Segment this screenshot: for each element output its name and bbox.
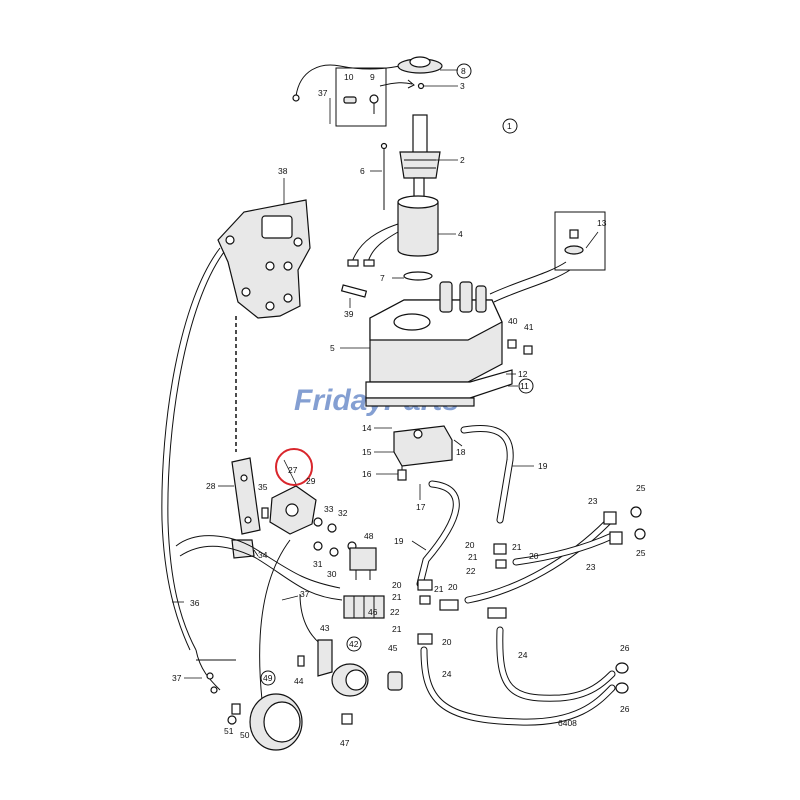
callout-46: 46 (368, 607, 378, 617)
callout-50: 50 (240, 730, 250, 740)
callout-25b: 25 (636, 548, 646, 558)
callout-28: 28 (206, 481, 216, 491)
distributor-assembly (347, 114, 441, 281)
stud-39 (340, 284, 368, 298)
callout-7: 7 (380, 273, 385, 283)
callout-24b: 24 (518, 650, 528, 660)
fittings (417, 506, 646, 694)
callout-15: 15 (362, 447, 372, 457)
callout-35: 35 (258, 482, 268, 492)
callout-17: 17 (416, 502, 426, 512)
parts-box-13 (554, 211, 606, 271)
callout-51: 51 (224, 726, 234, 736)
callout-labels: 1 2 3 4 5 6 7 8 9 10 11 12 13 14 15 16 1… (172, 63, 646, 748)
nuts-40-41 (507, 339, 533, 355)
figure-number: 6408 (558, 718, 577, 728)
callout-2: 2 (460, 155, 465, 165)
callout-3: 3 (460, 81, 465, 91)
hoses (416, 425, 616, 726)
bracket-43 (317, 639, 333, 677)
gauge-49 (249, 693, 303, 751)
callout-34: 34 (258, 550, 268, 560)
connectors-37 (196, 659, 236, 694)
callout-44: 44 (294, 676, 304, 686)
callout-19a: 19 (538, 461, 548, 471)
switch-45 (387, 671, 403, 691)
callout-19b: 19 (394, 536, 404, 546)
callout-30: 30 (327, 569, 337, 579)
callout-12: 12 (518, 369, 528, 379)
terminal-block-46 (343, 595, 385, 619)
callout-23a: 23 (588, 496, 598, 506)
cable-to-13 (489, 261, 567, 295)
callout-39: 39 (344, 309, 354, 319)
callout-20d: 20 (448, 582, 458, 592)
callout-27: 27 (288, 465, 298, 475)
relay-48 (349, 547, 377, 580)
callout-6: 6 (360, 166, 365, 176)
bracket-38 (217, 199, 311, 319)
callout-23b: 23 (586, 562, 596, 572)
gauge-42 (331, 663, 369, 697)
parts-box-10-9 (335, 67, 387, 127)
callout-41: 41 (524, 322, 534, 332)
screws (227, 655, 353, 725)
callout-29: 29 (306, 476, 316, 486)
callout-24a: 24 (442, 669, 452, 679)
callout-36: 36 (190, 598, 200, 608)
control-box-5 (365, 281, 513, 407)
callout-43: 43 (320, 623, 330, 633)
callout-16: 16 (362, 469, 372, 479)
highlight-circle (275, 448, 313, 486)
callout-49: 49 (263, 673, 273, 683)
callout-38: 38 (278, 166, 288, 176)
mount-15 (393, 425, 453, 481)
callout-48: 48 (364, 531, 374, 541)
small-parts-10-9 (343, 94, 379, 114)
callout-11: 11 (520, 381, 529, 391)
relay-27 (269, 485, 317, 535)
callout-37b: 37 (300, 589, 310, 599)
callout-25a: 25 (636, 483, 646, 493)
callout-21c: 21 (392, 592, 402, 602)
callout-9: 9 (370, 72, 375, 82)
callout-37c: 37 (172, 673, 182, 683)
callout-20e: 20 (442, 637, 452, 647)
callout-13: 13 (597, 218, 607, 228)
view-number-circle (502, 118, 518, 134)
callout-14: 14 (362, 423, 372, 433)
callout-18: 18 (456, 447, 466, 457)
callout-22a: 22 (466, 566, 476, 576)
callout-20b: 20 (529, 551, 539, 561)
callout-45: 45 (388, 643, 398, 653)
callout-21a: 21 (468, 552, 478, 562)
cap-and-cable (292, 56, 443, 102)
bracket-28 (231, 457, 261, 535)
small-part-13 (564, 229, 584, 255)
callout-26b: 26 (620, 704, 630, 714)
callout-5: 5 (330, 343, 335, 353)
callout-4: 4 (458, 229, 463, 239)
callout-21b: 21 (512, 542, 522, 552)
callout-33: 33 (324, 504, 334, 514)
callout-26a: 26 (620, 643, 630, 653)
callout-1: 1 (507, 121, 512, 131)
callout-32: 32 (338, 508, 348, 518)
callout-10: 10 (344, 72, 354, 82)
callout-31: 31 (313, 559, 323, 569)
callout-40: 40 (508, 316, 518, 326)
callout-20c: 20 (392, 580, 402, 590)
callout-21d: 21 (434, 584, 444, 594)
callout-47: 47 (340, 738, 350, 748)
callout-22b: 22 (390, 607, 400, 617)
callout-37a: 37 (318, 88, 328, 98)
leader-lines (172, 69, 599, 679)
callout-21e: 21 (392, 624, 402, 634)
callout-20a: 20 (465, 540, 475, 550)
callout-8: 8 (461, 66, 466, 76)
wiring-harness (161, 247, 343, 701)
callout-42: 42 (349, 639, 359, 649)
